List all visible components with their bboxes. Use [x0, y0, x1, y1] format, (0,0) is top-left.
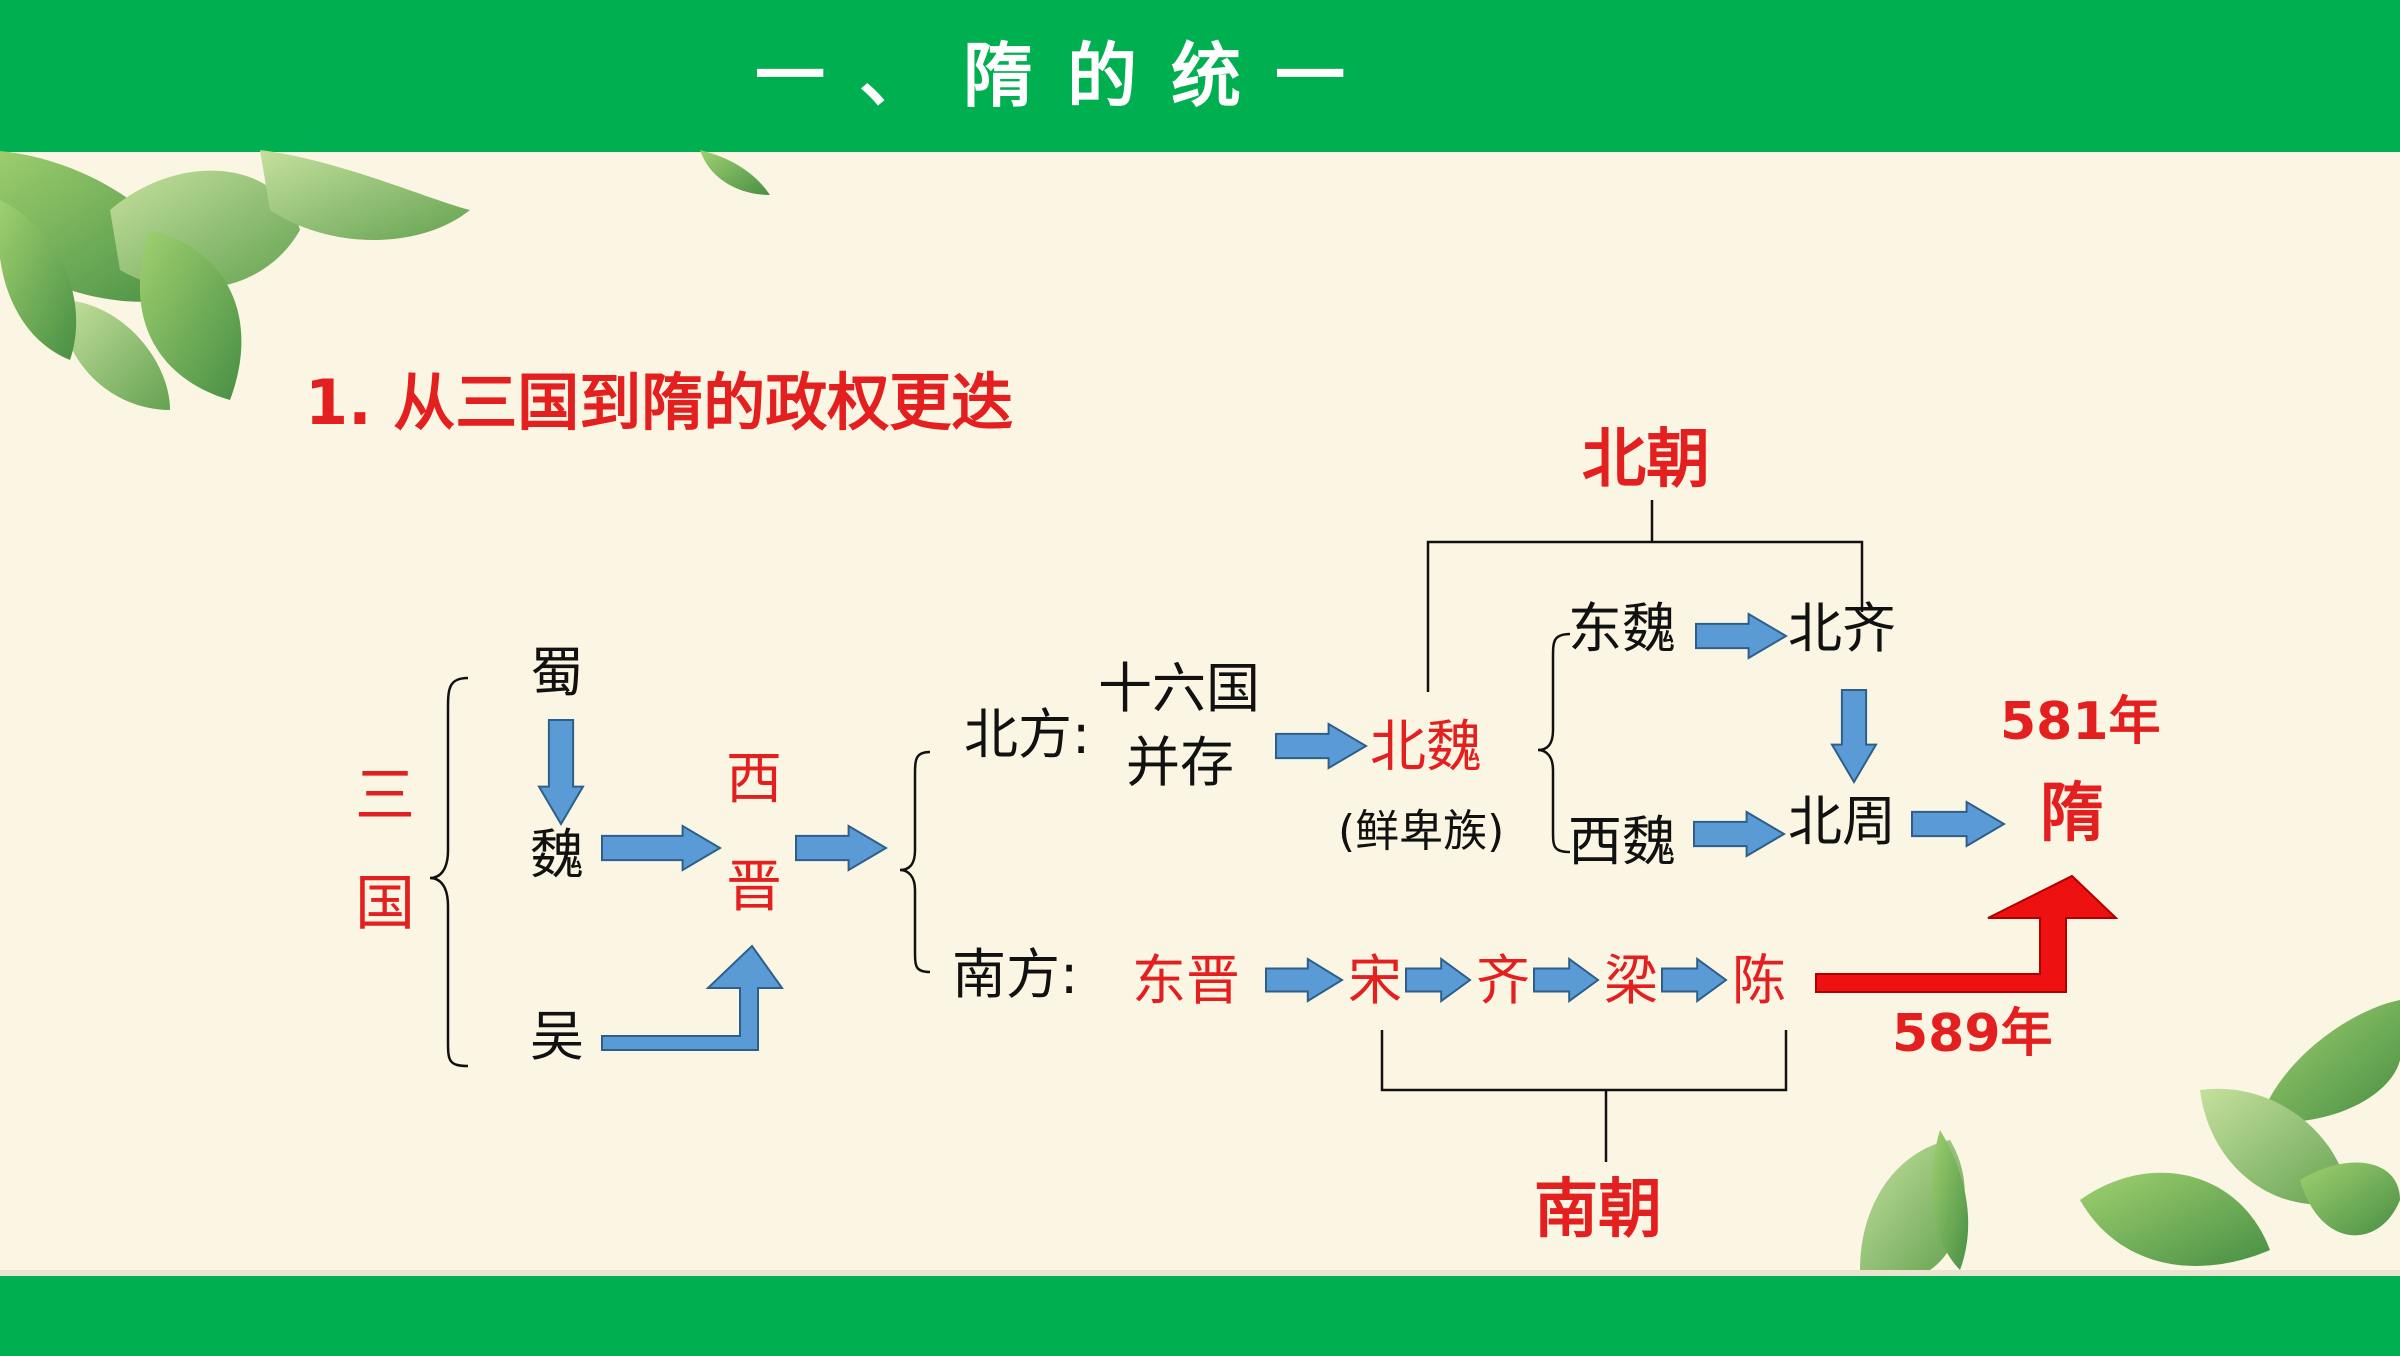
- northern-dynasties-bracket: [1426, 500, 1864, 692]
- kingdom-wei: 魏: [530, 823, 584, 886]
- dynasty-chen: 陈: [1732, 949, 1786, 1012]
- arrow-xijin-to-split: [795, 824, 888, 872]
- southern-dynasties-bracket: [1380, 1030, 1788, 1162]
- western-jin-char-1: 西: [726, 747, 782, 812]
- leaf-decoration-top-left: [0, 150, 770, 410]
- northern-wei: 北魏: [1370, 715, 1482, 780]
- dynasty-qi: 齐: [1476, 949, 1530, 1012]
- arrow-song-to-qi: [1405, 957, 1472, 1003]
- eastern-wei: 东魏: [1568, 597, 1676, 660]
- eastern-jin: 东晋: [1132, 949, 1240, 1012]
- section-subtitle: 1. 从三国到隋的政权更迭: [305, 366, 1014, 439]
- arrow-liang-to-chen: [1661, 957, 1728, 1003]
- northern-qi: 北齐: [1788, 597, 1896, 660]
- dynasty-liang: 梁: [1604, 949, 1658, 1012]
- kingdom-shu: 蜀: [530, 641, 584, 704]
- sixteen-kingdoms-line-2: 并存: [1126, 731, 1234, 794]
- dynasty-song: 宋: [1348, 949, 1402, 1012]
- arrow-sixteen-to-northern-wei: [1275, 722, 1368, 770]
- western-jin-char-2: 晋: [726, 855, 782, 920]
- arrow-eastern-jin-to-song: [1265, 957, 1344, 1003]
- arrow-wei-to-xijin: [601, 824, 722, 872]
- three-kingdoms-brace: [429, 676, 469, 1068]
- arrow-qi-to-liang: [1533, 957, 1600, 1003]
- three-kingdoms-label-1: 三: [355, 761, 415, 831]
- northern-dynasties-label: 北朝: [1582, 423, 1710, 497]
- page-title: 一、隋的统一: [755, 35, 1379, 117]
- arrow-northern-qi-to-northern-zhou: [1830, 689, 1878, 784]
- western-wei: 西魏: [1568, 810, 1676, 873]
- sui-label: 隋: [2040, 777, 2104, 851]
- kingdom-wu: 吴: [530, 1005, 584, 1068]
- three-kingdoms-label-2: 国: [355, 869, 415, 939]
- arrow-shu-to-wei: [537, 719, 585, 826]
- sui-unified-year: 589年: [1892, 1004, 2053, 1064]
- arrow-western-wei-to-northern-zhou: [1693, 810, 1786, 858]
- xianbei-note: (鲜卑族): [1338, 806, 1505, 857]
- south-label: 南方:: [952, 943, 1079, 1006]
- leaf-decoration-bottom-right: [1860, 1000, 2400, 1270]
- arrow-chen-to-sui: [1815, 874, 2119, 993]
- header-band: [0, 0, 2400, 152]
- sixteen-kingdoms-line-1: 十六国: [1098, 657, 1260, 720]
- footer-band: [0, 1270, 2400, 1356]
- arrow-northern-zhou-to-sui: [1911, 800, 2006, 848]
- flow-arrows: [537, 612, 2006, 1003]
- wei-split-brace: [1537, 632, 1571, 854]
- arrow-eastern-wei-to-northern-qi: [1695, 612, 1788, 660]
- arrow-wu-to-xijin: [601, 944, 784, 1051]
- southern-dynasties-label: 南朝: [1534, 1173, 1662, 1247]
- sui-founded-year: 581年: [2000, 692, 2161, 752]
- north-south-brace: [899, 750, 931, 974]
- northern-zhou: 北周: [1788, 790, 1896, 853]
- north-label: 北方:: [964, 703, 1091, 766]
